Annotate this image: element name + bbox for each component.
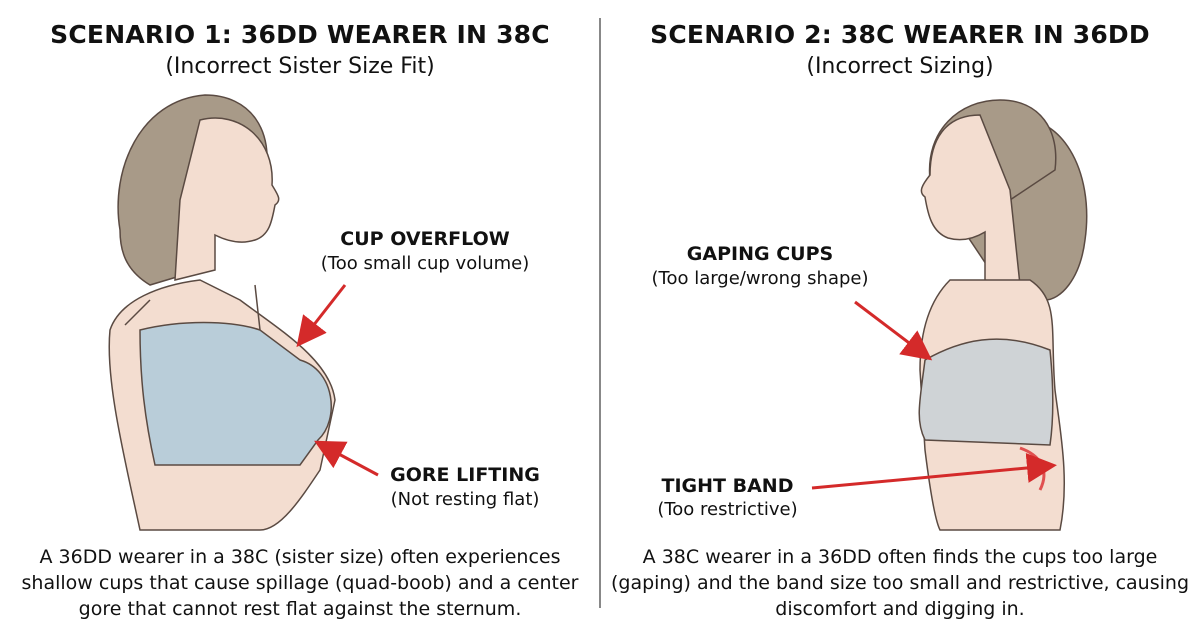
scenario1-description: A 36DD wearer in a 38C (sister size) oft… bbox=[21, 546, 579, 620]
figure-scenario2 bbox=[918, 99, 1088, 531]
divider bbox=[599, 18, 601, 608]
callout-gore-lifting-detail: (Not resting flat) bbox=[390, 489, 540, 510]
callout-cup-overflow-label: CUP OVERFLOW bbox=[340, 228, 510, 250]
callout-gaping-cups-label: GAPING CUPS bbox=[686, 243, 834, 265]
callout-tight-band-detail: (Too restrictive) bbox=[657, 499, 798, 520]
arrow-gore-lifting bbox=[314, 440, 379, 477]
scenario2-subtitle: (Incorrect Sizing) bbox=[806, 54, 994, 79]
arrow-cup-overflow bbox=[296, 284, 347, 348]
arrow-tight-band bbox=[811, 453, 1057, 490]
callout-gaping-cups-detail: (Too large/wrong shape) bbox=[651, 268, 869, 289]
callout-cup-overflow-detail: (Too small cup volume) bbox=[320, 253, 530, 274]
scenario2-description: A 38C wearer in a 36DD often finds the c… bbox=[610, 546, 1190, 620]
figure-scenario1 bbox=[108, 94, 336, 531]
scenario2-title: SCENARIO 2: 38C WEARER IN 36DD bbox=[650, 20, 1150, 49]
scenario1-subtitle: (Incorrect Sister Size Fit) bbox=[165, 54, 435, 79]
scenario1-title: SCENARIO 1: 36DD WEARER IN 38C bbox=[50, 20, 550, 49]
callout-gore-lifting-label: GORE LIFTING bbox=[390, 464, 540, 486]
callout-tight-band-label: TIGHT BAND bbox=[661, 475, 794, 497]
arrow-gaping-cups bbox=[854, 300, 933, 361]
